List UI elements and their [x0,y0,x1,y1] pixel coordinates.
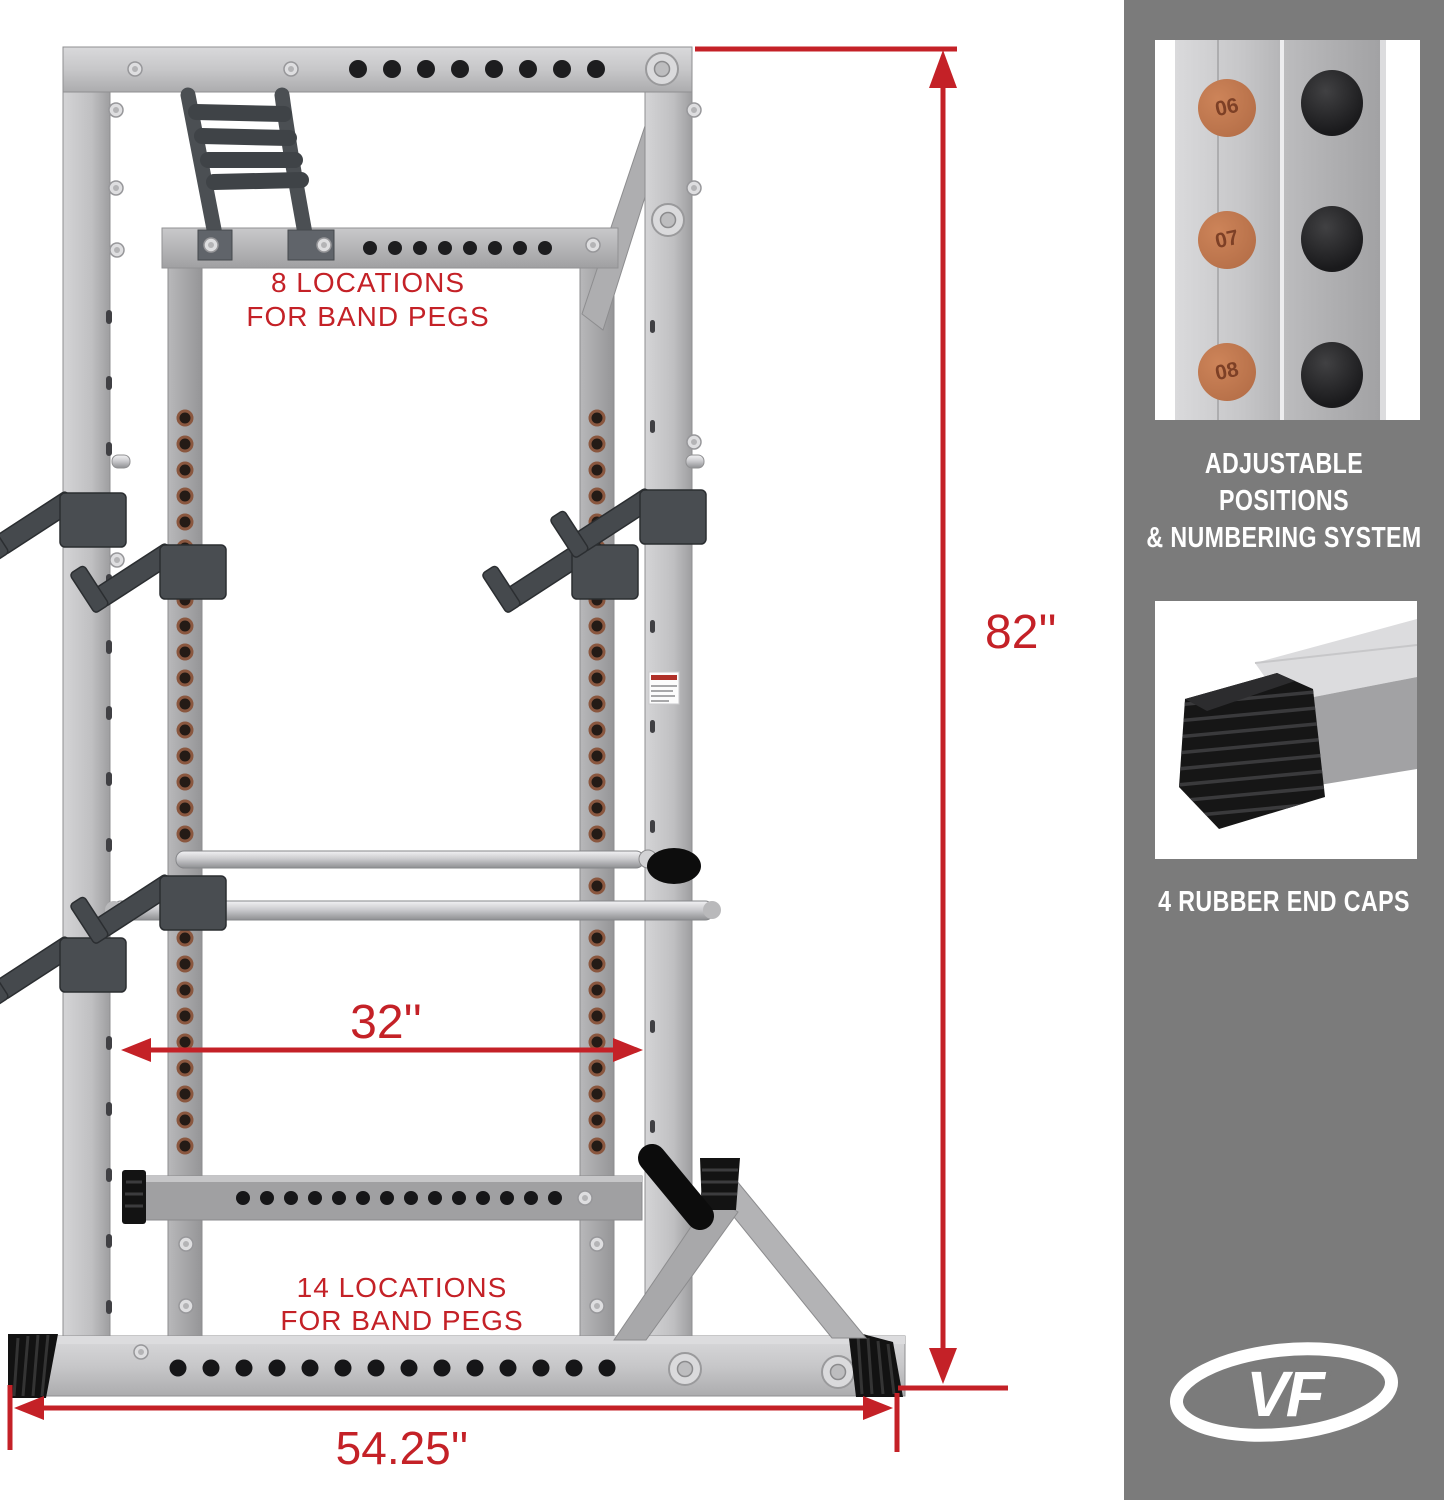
outer-frame [8,46,906,1398]
warning-label [648,671,680,705]
vf-logo-text: VF [1246,1358,1327,1430]
band-peg-holes-base [169,1359,616,1377]
power-rack-illustration: 8 LOCATIONS FOR BAND PEGS 82'' 32'' 14 L… [0,46,1057,1474]
adjustment-holes-left [176,409,194,1155]
bottom-callout-line2: FOR BAND PEGS [280,1305,523,1336]
inner-frame [122,125,664,1346]
feature2-caption: 4 RUBBER END CAPS [1140,884,1428,921]
top-callout-line1: 8 LOCATIONS [271,267,465,298]
feature1-caption-line2: & NUMBERING SYSTEM [1146,522,1422,554]
band-peg-handle-upper [647,848,701,884]
feature1-caption: ADJUSTABLE POSITIONS & NUMBERING SYSTEM [1140,446,1428,557]
vf-logo-swoosh [1170,1342,1398,1442]
pullup-bar [180,87,601,261]
rear-supports [613,1158,868,1341]
rubber-end-cap-drawing [1179,619,1417,829]
band-peg-handle-lower [638,1144,714,1230]
adjustment-hole [1301,206,1363,272]
top-beam-holes [349,60,605,78]
feature1-caption-line1: ADJUSTABLE POSITIONS [1204,448,1364,517]
feature2-caption-line: 4 RUBBER END CAPS [1158,886,1410,918]
bottom-callout-line1: 14 LOCATIONS [297,1272,508,1303]
position-sticker-08-label: 08 [1213,357,1241,386]
adjustment-hole [1301,342,1363,408]
position-sticker-07-label: 07 [1213,225,1241,254]
safety-bars [105,848,721,921]
numbering-system-photo: 06 07 08 [1155,40,1420,420]
upright-corner-edge [1280,40,1284,420]
adjustment-holes-right [588,409,606,1155]
vf-logo: VF [1170,1342,1398,1442]
dimension-annotations: 8 LOCATIONS FOR BAND PEGS 82'' 32'' 14 L… [7,46,1057,1474]
base-beam [8,1330,906,1398]
side-peg-left [111,454,131,469]
band-peg-holes-top [363,241,552,255]
brand-logo: VF [1164,1336,1404,1448]
rubber-cap-rear-left [122,1170,146,1224]
dimension-inner-width-label: 32'' [350,996,422,1049]
position-sticker-06-label: 06 [1213,93,1241,122]
adjustment-hole [1301,70,1363,136]
feature-sidebar: 06 07 08 ADJUSTABLE POSITIONS & NUMBERIN… [1124,0,1444,1500]
dimension-base-width-label: 54.25'' [336,1422,469,1474]
band-peg-holes-bottom-rear [236,1191,562,1205]
side-peg-right [685,454,705,469]
upright-edge-highlight [1380,40,1386,420]
rubber-end-cap-photo [1155,601,1417,859]
top-callout-line2: FOR BAND PEGS [246,301,489,332]
dimension-height-label: 82'' [985,606,1057,659]
power-rack-photo: 8 LOCATIONS FOR BAND PEGS 82'' 32'' 14 L… [0,46,1057,1474]
